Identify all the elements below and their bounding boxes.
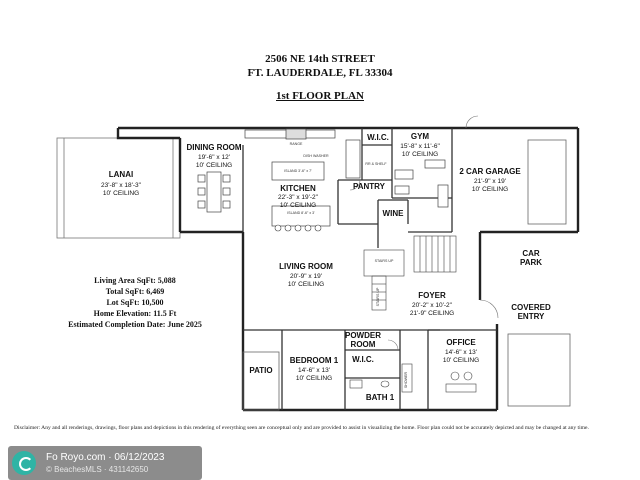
living-area-stat: Living Area SqFt: 5,088 bbox=[94, 276, 176, 285]
island-stools bbox=[274, 224, 322, 232]
rr-shelf-note: RR & SHELF bbox=[365, 162, 387, 166]
foyer-label: FOYER bbox=[418, 291, 446, 300]
wic-top-label: W.I.C. bbox=[367, 133, 389, 142]
shower-note: SHOWER bbox=[404, 372, 408, 389]
foyer-dims: 20'-2" x 10'-2" bbox=[412, 302, 453, 309]
city-line: FT. LAUDERDALE, FL 33304 bbox=[247, 67, 393, 79]
wic-bed-label: W.I.C. bbox=[352, 355, 374, 364]
bedroom1-dims: 14'-6" x 13' bbox=[298, 367, 330, 374]
patio-label: PATIO bbox=[249, 366, 272, 375]
island1-note: ISLAND 3'-6" x 7' bbox=[284, 169, 312, 173]
powder-label-1: POWDER bbox=[345, 331, 381, 340]
garage-dims: 21'-9" x 19' bbox=[474, 178, 506, 185]
lot-sqft-stat: Lot SqFt: 10,500 bbox=[106, 298, 164, 307]
carpark-label-2: PARK bbox=[520, 258, 542, 267]
lanai-dims: 23'-8" x 18'-3" bbox=[101, 182, 142, 189]
door-swings bbox=[349, 115, 499, 351]
office-ceiling: 10' CEILING bbox=[443, 357, 479, 364]
bedroom1-label: BEDROOM 1 bbox=[290, 356, 339, 365]
kitchen-label: KITCHEN bbox=[280, 184, 316, 193]
stairs bbox=[363, 235, 457, 311]
watermark-line-2: © BeachesMLS · 431142650 bbox=[46, 465, 149, 474]
garage-outline bbox=[507, 139, 571, 407]
exterior-walls bbox=[116, 126, 580, 412]
kitchen-dims: 22'-3" x 19'-2" bbox=[278, 194, 319, 201]
watermark-line-1: Fo Royo.com · 06/12/2023 bbox=[46, 452, 165, 463]
garage-ceiling: 10' CEILING bbox=[472, 186, 508, 193]
dishwasher-note: DISH WASHER bbox=[303, 154, 329, 158]
carpark-label-1: CAR bbox=[522, 249, 540, 258]
range-note: RANGE bbox=[290, 142, 303, 146]
living-dims: 20'-9" x 19' bbox=[290, 273, 322, 280]
office-furniture bbox=[445, 371, 477, 393]
wine-label: WINE bbox=[383, 209, 405, 218]
dining-ceiling: 10' CEILING bbox=[196, 162, 232, 169]
bath1-label: BATH 1 bbox=[366, 393, 395, 402]
covered-label-1: COVERED bbox=[511, 303, 551, 312]
office-label: OFFICE bbox=[446, 338, 476, 347]
foyer-ceiling: 21'-9" CEILING bbox=[410, 310, 454, 317]
patio-outline bbox=[242, 351, 280, 411]
address-line: 2506 NE 14th STREET bbox=[265, 53, 375, 65]
kitchen-fixtures bbox=[244, 128, 361, 227]
gym-ceiling: 10' CEILING bbox=[402, 151, 438, 158]
gym-equipment bbox=[394, 159, 449, 208]
dining-label: DINING ROOM bbox=[186, 143, 241, 152]
lanai-ceiling: 10' CEILING bbox=[103, 190, 139, 197]
kitchen-ceiling: 10' CEILING bbox=[280, 202, 316, 209]
disclaimer-text: Disclaimer: Any and all renderings, draw… bbox=[14, 425, 589, 431]
covered-label-2: ENTRY bbox=[518, 312, 545, 321]
interior-walls bbox=[242, 128, 497, 410]
living-label: LIVING ROOM bbox=[279, 262, 333, 271]
living-ceiling: 10' CEILING bbox=[288, 281, 324, 288]
stairs-up-note-2: STAIRS UP bbox=[376, 287, 380, 306]
powder-label-2: ROOM bbox=[351, 340, 376, 349]
elevation-stat: Home Elevation: 11.5 Ft bbox=[93, 309, 177, 318]
dining-table bbox=[197, 171, 231, 213]
gym-label: GYM bbox=[411, 132, 430, 141]
office-dims: 14'-6" x 13' bbox=[445, 349, 477, 356]
brand-logo-icon bbox=[12, 451, 36, 475]
plan-title: 1st FLOOR PLAN bbox=[276, 90, 364, 102]
island2-note: ISLAND 8'-6" x 3' bbox=[287, 211, 315, 215]
completion-stat: Estimated Completion Date: June 2025 bbox=[68, 320, 202, 329]
garage-label: 2 CAR GARAGE bbox=[459, 167, 521, 176]
dining-dims: 19'-6" x 12' bbox=[198, 154, 230, 161]
bedroom1-ceiling: 10' CEILING bbox=[296, 375, 332, 382]
gym-dims: 15'-8" x 11'-6" bbox=[400, 143, 440, 150]
property-stats: Living Area SqFt: 5,088 Total SqFt: 6,46… bbox=[40, 275, 230, 330]
lanai-label: LANAI bbox=[109, 170, 133, 179]
pantry-label: PANTRY bbox=[353, 182, 386, 191]
total-sqft-stat: Total SqFt: 6,469 bbox=[105, 287, 165, 296]
stairs-up-note-1: STAIRS UP bbox=[375, 259, 394, 263]
watermark-banner: Fo Royo.com · 06/12/2023 © BeachesMLS · … bbox=[8, 446, 202, 480]
bath-fixtures bbox=[349, 363, 413, 393]
